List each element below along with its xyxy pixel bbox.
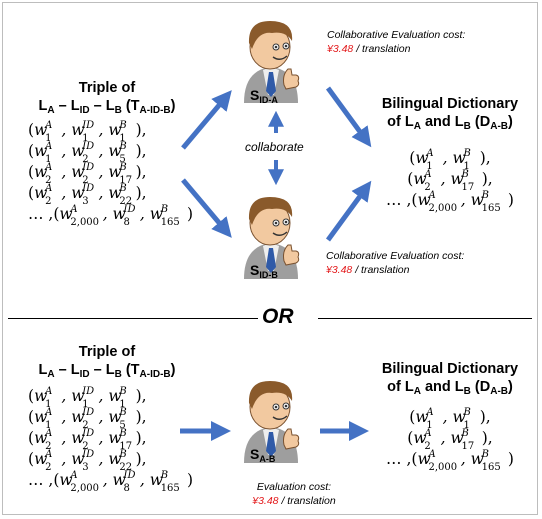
person-thumbs-up-icon [236, 375, 306, 465]
bottom-triple-title: Triple of LA – LID – LB (TA-ID-B) [22, 343, 192, 384]
person-svg [244, 197, 300, 279]
bottom-triple-title-line1: Triple of [78, 344, 136, 360]
bottom-dictionary-title-line1: Bilingual Dictionary [381, 361, 519, 377]
collaborate-label: collaborate [245, 140, 304, 154]
divider-right-line [318, 318, 532, 319]
bottom-dictionary-title: Bilingual Dictionary of LA and LB (DA-B) [370, 360, 530, 401]
top-dictionary-title-line1: Bilingual Dictionary [381, 96, 519, 112]
cost-ab-line1: Evaluation cost: [256, 481, 332, 493]
person-ab-badge: SA-B [250, 446, 276, 464]
arrow-icon [325, 180, 372, 242]
cost-top-line2: ¥3.48 / translation [327, 43, 411, 55]
top-triple-title-line2: LA – LID – LB (TA-ID-B) [38, 98, 176, 116]
person-bottom-badge: SID-B [250, 262, 278, 280]
cost-top-line1: Collaborative Evaluation cost: [327, 29, 466, 41]
cost-ab: Evaluation cost: ¥3.48 / translation [244, 480, 344, 508]
top-triple-title: Triple of LA – LID – LB (TA-ID-B) [22, 79, 192, 120]
arrow-icon [181, 178, 232, 238]
top-dictionary-title: Bilingual Dictionary of LA and LB (DA-B) [370, 95, 530, 136]
top-triple-title-line1: Triple of [78, 80, 136, 96]
top-dictionary-title-line2: of LA and LB (DA-B) [387, 114, 513, 132]
divider-or-label: OR [262, 305, 294, 328]
person-svg [244, 21, 300, 103]
person-thumbs-up-icon [236, 191, 306, 281]
bottom-dictionary-title-line2: of LA and LB (DA-B) [387, 379, 513, 397]
cost-ab-line2: ¥3.48 / translation [252, 495, 336, 507]
person-thumbs-up-icon [236, 15, 306, 105]
cost-bottom: Collaborative Evaluation cost: ¥3.48 / t… [326, 249, 464, 277]
figure-frame [2, 2, 538, 515]
cost-top: Collaborative Evaluation cost: ¥3.48 / t… [327, 28, 465, 56]
arrow-icon [181, 90, 232, 150]
person-svg [244, 381, 300, 463]
cost-bottom-line1: Collaborative Evaluation cost: [326, 250, 465, 262]
person-top-badge: SID-A [250, 87, 278, 105]
bottom-triple-title-line2: LA – LID – LB (TA-ID-B) [38, 362, 176, 380]
cost-bottom-line2: ¥3.48 / translation [326, 264, 410, 276]
divider-left-line [8, 318, 258, 319]
arrow-icon [325, 86, 372, 148]
